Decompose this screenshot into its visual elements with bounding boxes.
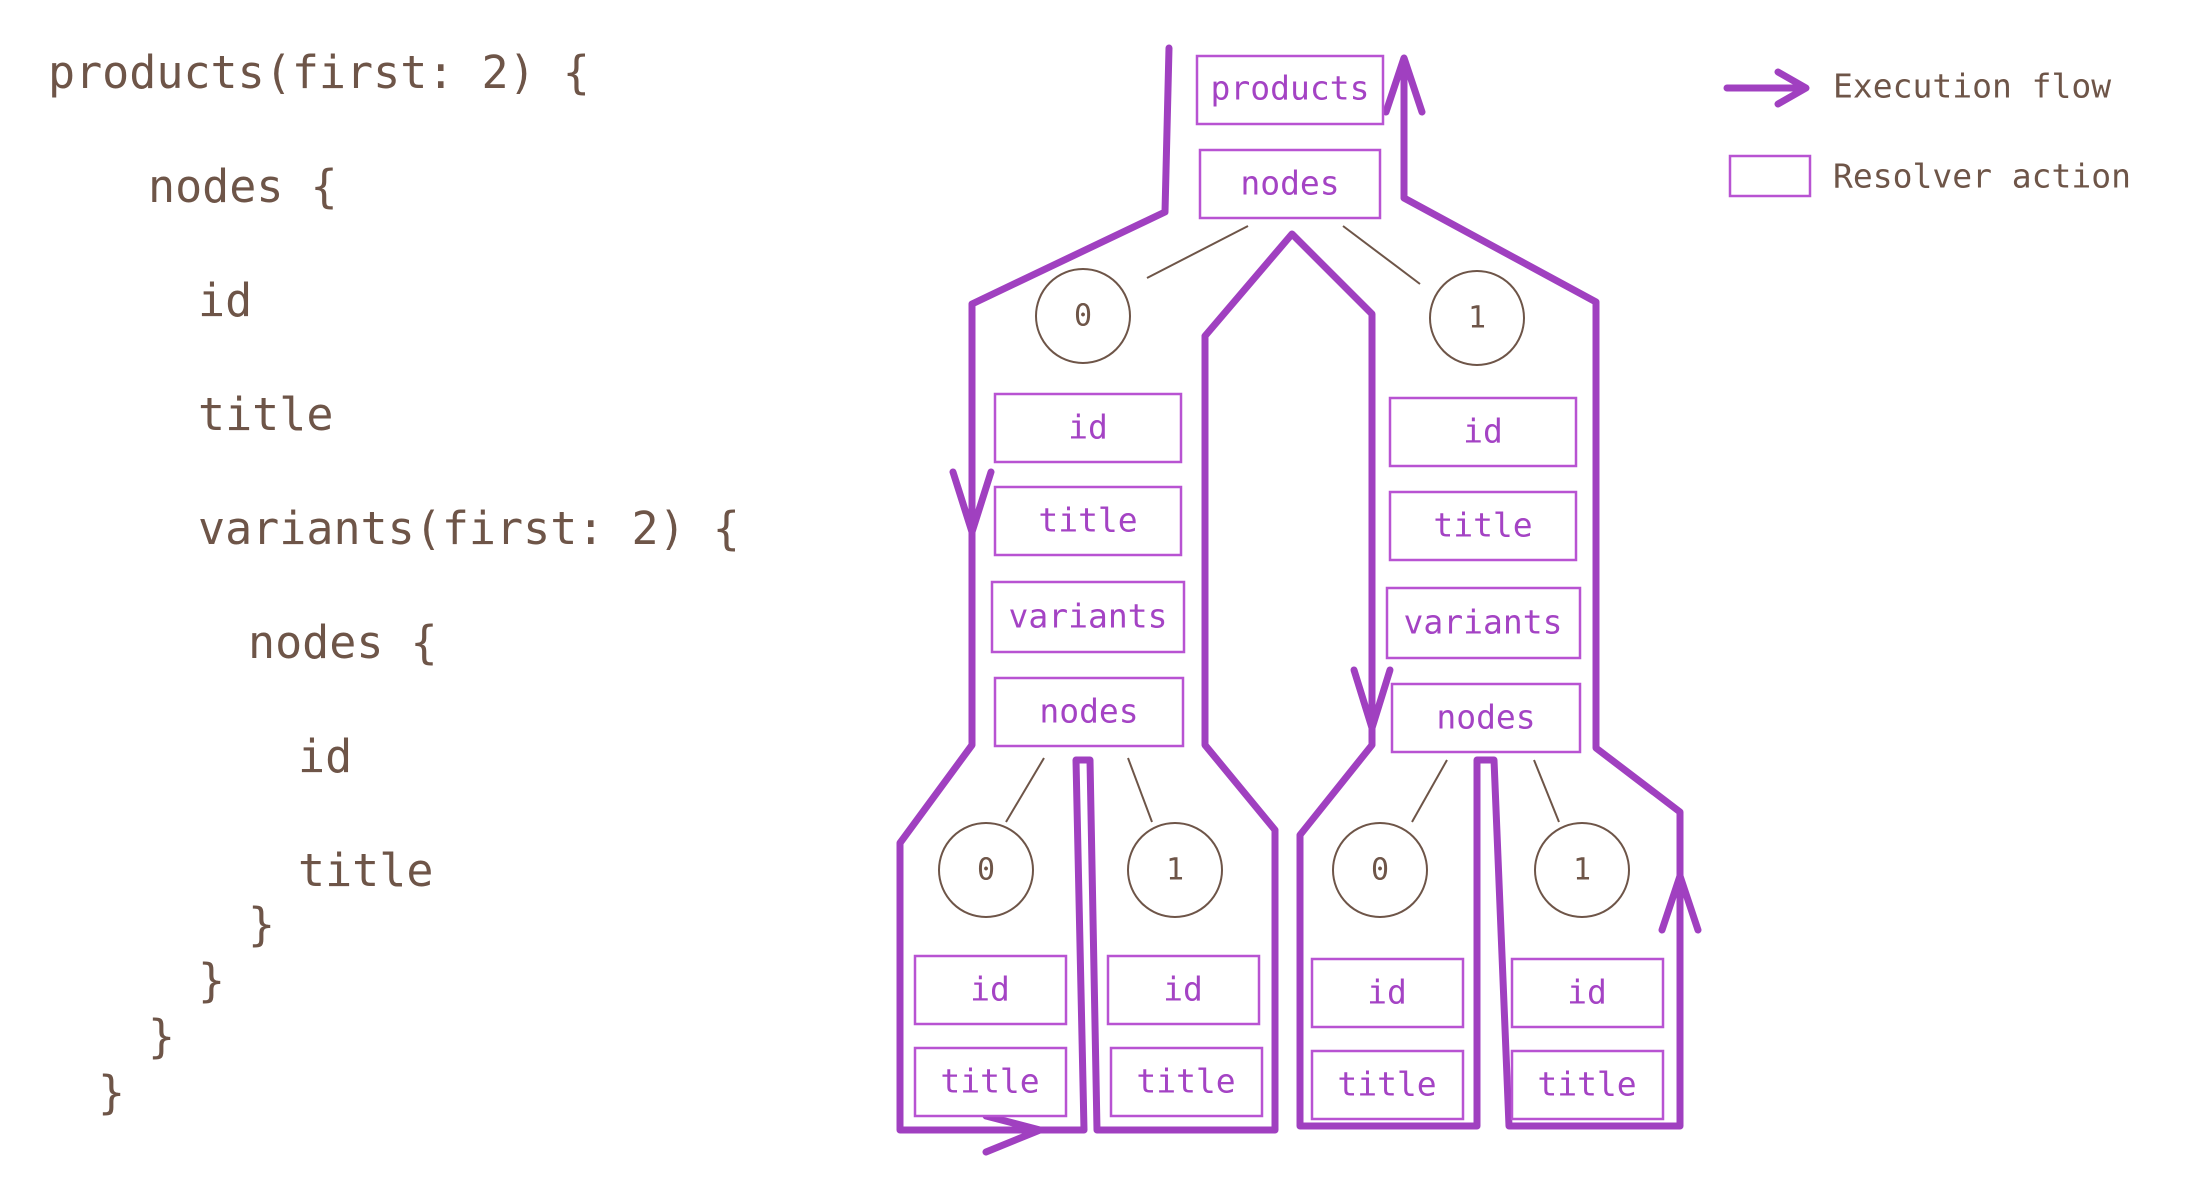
resolver-box-p1-v0-title xyxy=(1310,1049,1465,1121)
legend-flow-label: Execution flow xyxy=(1833,67,2111,106)
connector-line xyxy=(1127,757,1153,823)
index-circles xyxy=(938,268,1630,918)
arrowhead-up-right xyxy=(1658,872,1702,934)
resolver-box-p0-v1-title xyxy=(1109,1046,1264,1118)
connector-line xyxy=(1342,225,1421,285)
index-label-p0: 0 xyxy=(1074,299,1092,334)
index-circle-p1-v1 xyxy=(1534,822,1630,918)
code-line: title xyxy=(298,844,434,897)
arrowhead-up-root xyxy=(1382,54,1426,116)
label-p0-v1-title: title xyxy=(1136,1062,1235,1101)
label-p1-nodes: nodes xyxy=(1436,698,1535,737)
arrowhead-down-left xyxy=(949,468,995,536)
resolver-box-p1-v0-id xyxy=(1310,957,1465,1029)
resolver-box-p0-title xyxy=(993,485,1183,557)
connector-line xyxy=(1005,757,1045,823)
index-label-p0-v1: 1 xyxy=(1166,853,1184,888)
label-p0-nodes: nodes xyxy=(1039,692,1138,731)
label-p1-variants: variants xyxy=(1404,603,1563,642)
code-line: title xyxy=(198,388,334,441)
code-line: } xyxy=(98,1066,126,1119)
label-p1-v1-id: id xyxy=(1567,973,1607,1012)
label-p0-v0-title: title xyxy=(940,1062,1039,1101)
code-line: } xyxy=(198,954,226,1007)
tree-connectors xyxy=(1005,225,1560,823)
index-circle-p1-v0 xyxy=(1332,822,1428,918)
index-circle-p0-v0 xyxy=(938,822,1034,918)
code-line: variants(first: 2) { xyxy=(198,502,740,555)
connector-line xyxy=(1533,759,1560,823)
resolver-box-p1-title xyxy=(1388,490,1578,562)
index-circle-p0 xyxy=(1035,268,1131,364)
resolver-box-nodes xyxy=(1198,148,1382,220)
index-label-p1-v1: 1 xyxy=(1573,853,1591,888)
arrowhead-right-bottom xyxy=(982,1112,1044,1156)
index-label-p1: 1 xyxy=(1468,301,1486,336)
index-label-p0-v0: 0 xyxy=(977,853,995,888)
label-p1-id: id xyxy=(1463,412,1503,451)
connector-line xyxy=(1411,759,1448,823)
label-p1-v0-title: title xyxy=(1337,1065,1436,1104)
resolver-box-p1-id xyxy=(1388,396,1578,468)
resolver-box-p0-id xyxy=(993,392,1183,464)
code-line: } xyxy=(248,898,276,951)
resolver-labels: products nodes id title variants nodes i… xyxy=(940,69,1636,1104)
index-circle-p0-v1 xyxy=(1127,822,1223,918)
legend: Execution flow Resolver action xyxy=(1723,67,2131,198)
code-line: id xyxy=(298,730,353,783)
legend-resolver-icon xyxy=(1728,154,1812,198)
resolver-box-products xyxy=(1195,54,1385,126)
code-line: nodes { xyxy=(148,160,338,213)
resolver-box-p1-v1-id xyxy=(1510,957,1665,1029)
label-p0-id: id xyxy=(1068,408,1108,447)
label-p0-v0-id: id xyxy=(970,970,1010,1009)
resolver-box-p1-v1-title xyxy=(1510,1049,1665,1121)
label-nodes: nodes xyxy=(1240,164,1339,203)
resolver-box-p1-nodes xyxy=(1390,682,1582,754)
index-circle-p1 xyxy=(1429,270,1525,366)
resolver-box-p0-v0-title xyxy=(913,1046,1068,1118)
resolver-box-p0-variants xyxy=(990,580,1186,654)
code-line: } xyxy=(148,1010,176,1063)
label-p1-title: title xyxy=(1433,506,1532,545)
label-products: products xyxy=(1211,69,1370,108)
code-line: id xyxy=(198,274,253,327)
label-p1-v0-id: id xyxy=(1367,973,1407,1012)
code-line: nodes { xyxy=(248,616,438,669)
index-labels: 0 1 0 1 0 1 xyxy=(977,299,1591,888)
resolver-box-p0-nodes xyxy=(993,676,1185,748)
resolver-box-p0-v0-id xyxy=(913,954,1068,1026)
label-p0-variants: variants xyxy=(1009,597,1168,636)
connector-line xyxy=(1146,225,1249,279)
index-label-p1-v0: 0 xyxy=(1371,853,1389,888)
arrowhead-down-right xyxy=(1350,666,1394,732)
label-p0-v1-id: id xyxy=(1163,970,1203,1009)
label-p1-v1-title: title xyxy=(1537,1065,1636,1104)
code-line: products(first: 2) { xyxy=(48,46,590,99)
resolver-box-p1-variants xyxy=(1385,586,1582,660)
legend-flow-icon xyxy=(1723,68,1810,108)
label-p0-title: title xyxy=(1038,501,1137,540)
execution-flow-line xyxy=(896,44,1684,1134)
execution-flow xyxy=(896,44,1702,1156)
resolver-boxes xyxy=(913,54,1665,1121)
legend-resolver-label: Resolver action xyxy=(1833,157,2131,196)
resolver-box-p0-v1-id xyxy=(1106,954,1261,1026)
